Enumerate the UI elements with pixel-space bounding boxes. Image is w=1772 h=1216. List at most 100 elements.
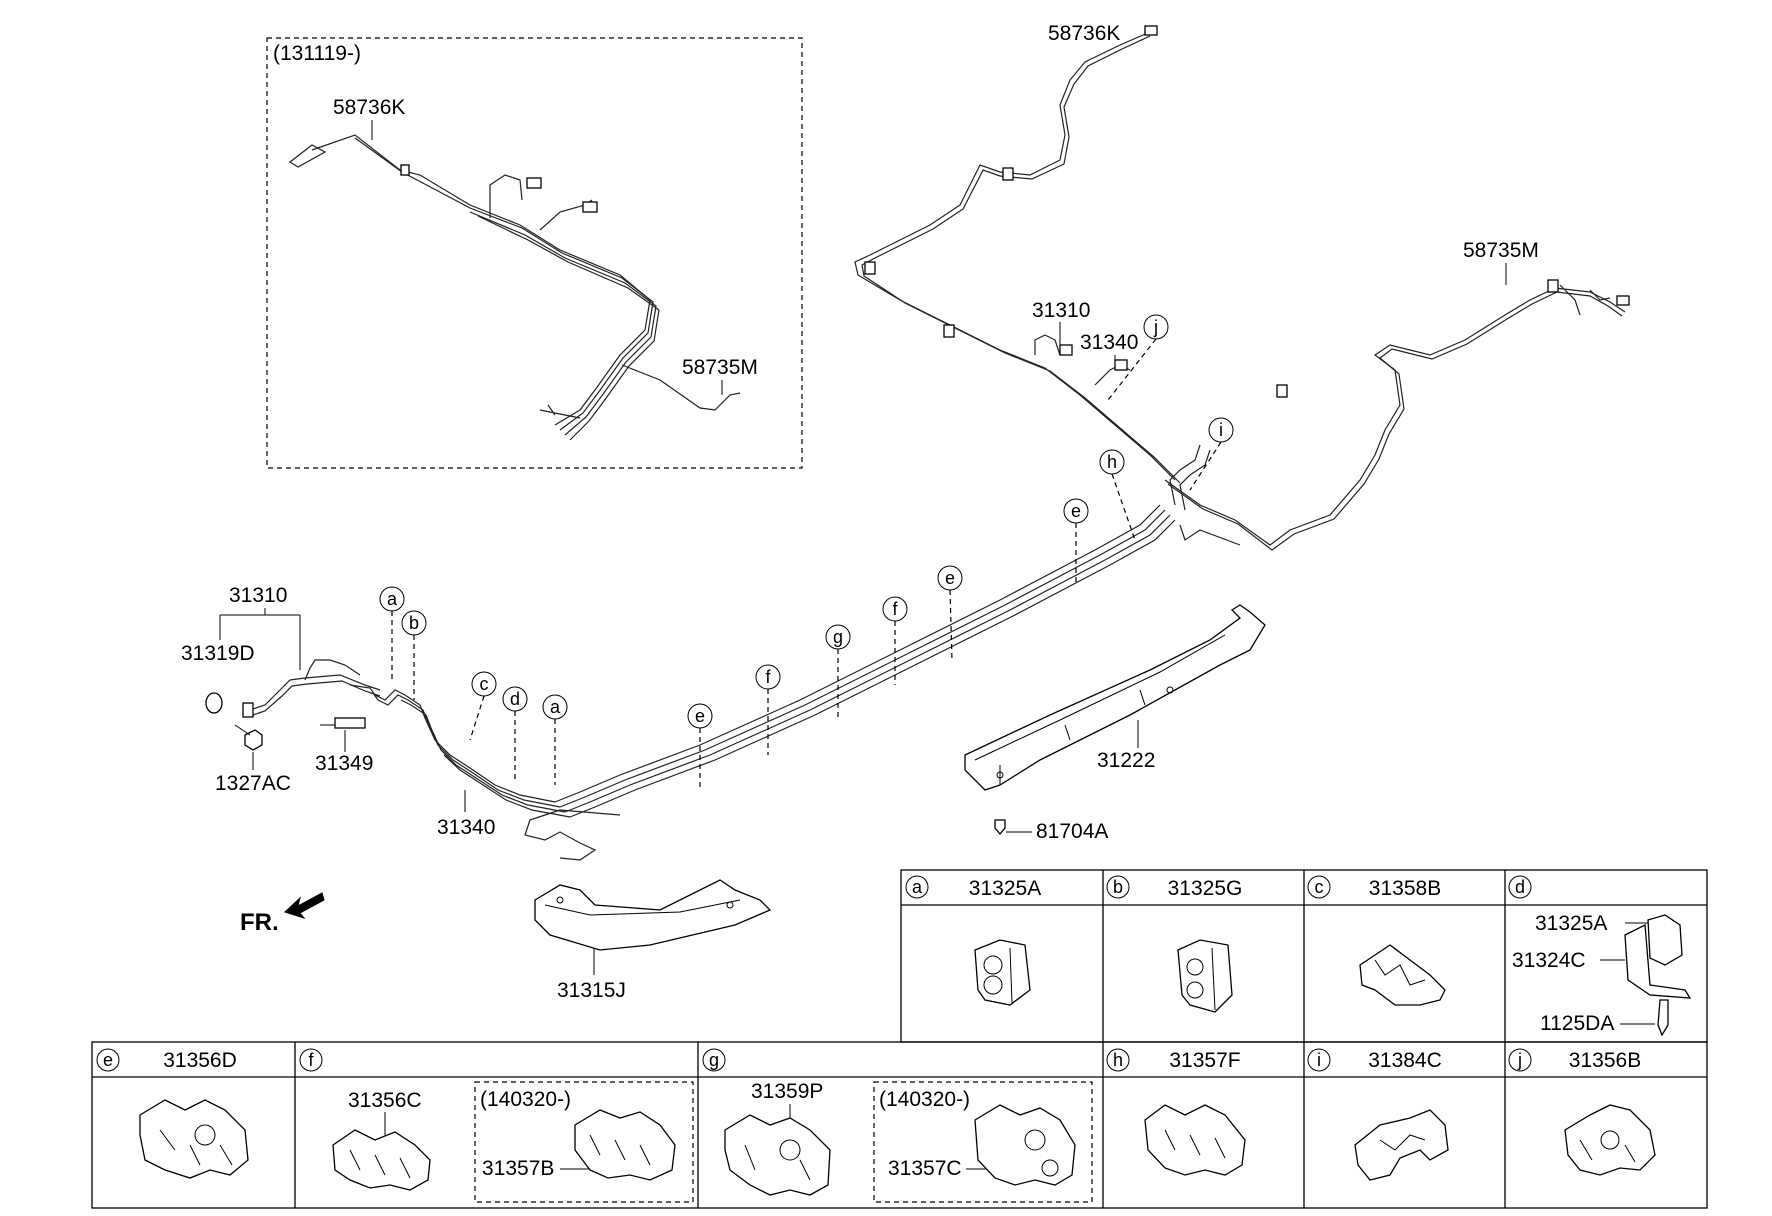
clip-table xyxy=(91,869,1708,1209)
cell-c-part: 31358B xyxy=(1369,877,1441,900)
rear-fuel-lines xyxy=(854,25,1630,551)
callout-letter: j xyxy=(1153,317,1158,337)
cell-b-part: 31325G xyxy=(1168,877,1243,900)
callout-h-11: h xyxy=(1099,449,1136,541)
clip-31356B-icon xyxy=(1564,1104,1656,1176)
callout-a-4: a xyxy=(542,694,568,785)
cell-e-part: 31356D xyxy=(163,1049,237,1072)
callout-leader xyxy=(1189,441,1222,491)
cell-e-letter: e xyxy=(103,1050,113,1070)
clip-31357F-icon xyxy=(1144,1104,1246,1176)
protector-31315J xyxy=(534,879,772,951)
callout-f-6: f xyxy=(755,664,781,755)
label-31340-front: 31340 xyxy=(437,816,495,839)
inset-box: (131119-) 58736K 58735M xyxy=(266,37,803,469)
callout-a-0: a xyxy=(379,586,405,680)
callout-f-8: f xyxy=(882,596,908,685)
callout-j-12: j xyxy=(1107,314,1169,401)
label-31319D: 31319D xyxy=(181,642,255,665)
label-31310-rear: 31310 xyxy=(1032,299,1090,322)
cell-h: h 31357F xyxy=(1106,1048,1246,1176)
cell-b: b 31325G xyxy=(1106,875,1243,1013)
callout-d-3: d xyxy=(502,686,528,780)
callout-letter: a xyxy=(550,697,561,717)
cell-j: j 31356B xyxy=(1508,1048,1656,1176)
cell-e: e 31356D xyxy=(96,1048,249,1179)
callout-letter: c xyxy=(480,674,489,694)
callout-letter: d xyxy=(510,689,520,709)
cell-j-part: 31356B xyxy=(1569,1049,1641,1072)
clip-31384C-icon xyxy=(1354,1109,1449,1181)
callout-g-7: g xyxy=(825,624,851,720)
front-arrow-icon xyxy=(284,892,325,919)
bracket-31324C-icon xyxy=(1624,914,1692,1037)
cell-d-letter: d xyxy=(1515,877,1525,897)
callout-leader xyxy=(469,695,485,741)
clip-31357B-icon xyxy=(574,1109,676,1181)
cell-i: i 31384C xyxy=(1307,1048,1449,1181)
inset-label-58735M: 58735M xyxy=(682,356,758,379)
callout-letter: i xyxy=(1219,420,1223,440)
cell-i-part: 31384C xyxy=(1368,1049,1442,1072)
protector-31222 xyxy=(964,604,1266,836)
label-31349: 31349 xyxy=(315,752,373,775)
callout-e-10: e xyxy=(1063,498,1089,585)
cell-g-left-part: 31359P xyxy=(751,1080,823,1103)
label-31340-rear: 31340 xyxy=(1080,331,1138,354)
cell-g-box-part: 31357C xyxy=(888,1157,962,1180)
callout-leader xyxy=(1107,338,1157,401)
label-81704A: 81704A xyxy=(1036,820,1108,843)
inset-date: (131119-) xyxy=(273,42,361,65)
underbody-fuel-lines xyxy=(205,444,1241,861)
callout-e-9: e xyxy=(937,565,963,661)
callout-letter: f xyxy=(765,667,771,687)
cell-d-sub3: 1125DA xyxy=(1540,1012,1614,1035)
cell-h-letter: h xyxy=(1113,1050,1123,1070)
cell-f-letter: f xyxy=(308,1050,314,1070)
clip-31356C-icon xyxy=(332,1129,431,1191)
callout-c-2: c xyxy=(469,671,497,741)
clip-31325G-icon xyxy=(1177,939,1233,1013)
cell-d-sub2: 31324C xyxy=(1512,949,1586,972)
callout-letter: e xyxy=(1071,501,1081,521)
cell-g: g 31359P (140320-) 31357C xyxy=(702,1048,1076,1196)
callout-letter: e xyxy=(695,706,705,726)
callout-letter: e xyxy=(945,568,955,588)
callout-leader xyxy=(1111,473,1136,541)
callout-letter: a xyxy=(387,589,398,609)
cell-b-letter: b xyxy=(1113,877,1123,897)
clip-31359P-icon xyxy=(724,1114,831,1196)
inset-label-58736K: 58736K xyxy=(333,96,405,119)
label-31222: 31222 xyxy=(1097,749,1155,772)
cell-g-letter: g xyxy=(709,1050,719,1070)
clip-31357C-icon xyxy=(974,1104,1076,1186)
oring-31319D xyxy=(205,692,223,714)
main-labels: 58736K 58735M 31310 31340 31310 31319D 1… xyxy=(181,22,1539,1002)
callout-letter: h xyxy=(1107,452,1117,472)
cell-j-letter: j xyxy=(1517,1050,1522,1070)
callout-letter: b xyxy=(409,613,419,633)
label-58736K: 58736K xyxy=(1048,22,1120,45)
clip-31358B-icon xyxy=(1359,944,1446,1006)
table-cells: a 31325A b 31325G c 31358B xyxy=(96,875,1692,1196)
front-direction-indicator: FR. xyxy=(240,892,325,936)
cell-g-box-date: (140320-) xyxy=(879,1088,970,1111)
label-1327AC: 1327AC xyxy=(215,772,291,795)
cell-f-box-part: 31357B xyxy=(482,1157,554,1180)
fr-label: FR. xyxy=(240,909,279,936)
cell-c: c 31358B xyxy=(1307,875,1446,1006)
clip-31356D-icon xyxy=(139,1099,249,1179)
cell-c-letter: c xyxy=(1315,877,1324,897)
callout-e-5: e xyxy=(687,703,713,790)
callout-i-13: i xyxy=(1189,417,1234,491)
cell-f-box-date: (140320-) xyxy=(480,1088,571,1111)
label-31310-front: 31310 xyxy=(229,584,287,607)
label-58735M: 58735M xyxy=(1463,239,1539,262)
cell-d: d 31325A 31324C 1125DA xyxy=(1508,875,1692,1037)
callout-leader xyxy=(949,589,953,661)
cell-a-part: 31325A xyxy=(969,877,1041,900)
callout-b-1: b xyxy=(401,610,427,700)
